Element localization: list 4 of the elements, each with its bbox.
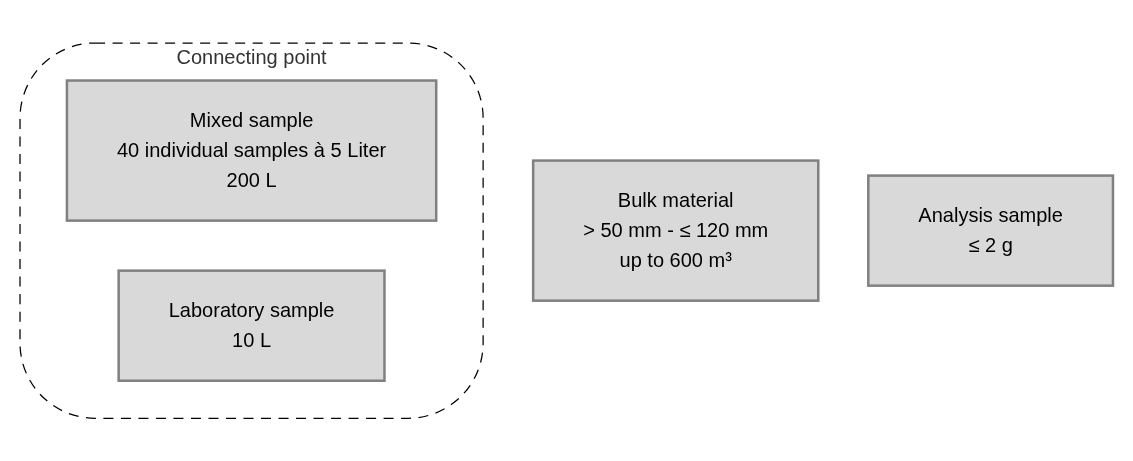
node-box: Laboratory sample 10 L xyxy=(117,269,386,382)
node-box: Analysis sample ≤ 2 g xyxy=(867,174,1115,287)
node-box: Bulk material > 50 mm - ≤ 120 mm up to 600 m³ xyxy=(531,159,820,302)
node-box: Mixed sample 40 individual samples à 5 Liter 200 L xyxy=(65,79,438,222)
